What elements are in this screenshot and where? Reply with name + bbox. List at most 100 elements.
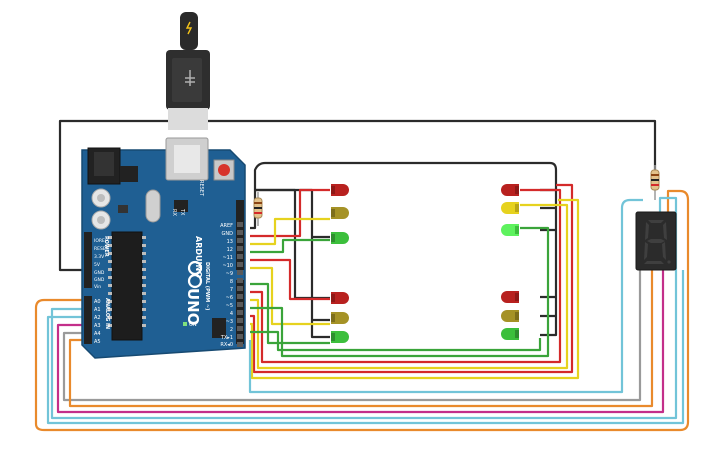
- label-a4: A4: [94, 331, 101, 337]
- label-a1: A1: [94, 307, 101, 313]
- gnd-led-2: [255, 188, 314, 213]
- led-yellow-4[interactable]: [501, 310, 519, 322]
- wire-pin10-green: [250, 238, 330, 254]
- board-reset-label: RESET: [198, 180, 204, 197]
- wire-pin1-green: [250, 330, 542, 352]
- pin-6[interactable]: [237, 294, 243, 299]
- label-0: RX◂0: [220, 342, 233, 348]
- label-ioref: IOREF: [94, 238, 108, 244]
- board-rx-label: RX: [171, 209, 177, 216]
- pin-8[interactable]: [237, 278, 243, 283]
- label-gnd-1: GND: [94, 270, 105, 276]
- pin-4[interactable]: [237, 310, 243, 315]
- label-gnd: GND: [222, 231, 234, 237]
- pin-13[interactable]: [237, 238, 243, 243]
- label-6: ~6: [226, 295, 233, 301]
- wire-a3-magenta: [56, 270, 665, 414]
- pin-3[interactable]: [237, 318, 243, 323]
- label-3: ~3: [226, 319, 233, 325]
- gnd-wire-top: [58, 119, 657, 272]
- resistor-board[interactable]: [253, 192, 263, 226]
- wire-a0-orange: [34, 189, 690, 432]
- usb-cable[interactable]: [166, 12, 210, 130]
- led-green-3[interactable]: [501, 224, 519, 236]
- wire-pin7-green: [250, 282, 330, 345]
- power-header-title: POWER: [103, 236, 109, 257]
- analog-header-title: ANALOG IN: [104, 298, 110, 329]
- label-aref: AREF: [220, 223, 233, 229]
- seven-segment-display[interactable]: 8: [635, 211, 677, 271]
- label-13: 13: [227, 239, 233, 245]
- pin-9[interactable]: [237, 270, 243, 275]
- label-12: 12: [227, 247, 233, 253]
- pin-12[interactable]: [237, 246, 243, 251]
- wire-pin5-yellow: [250, 203, 569, 370]
- display-segments: [644, 220, 671, 264]
- wire-pin8-yellow: [250, 266, 330, 326]
- pin-0[interactable]: [237, 342, 243, 347]
- wire-a2-cyan: [46, 270, 685, 425]
- led-group-right-bottom: [501, 291, 519, 340]
- arduino-uno-board[interactable]: ARDUINO UNO RESET TX RX ON POWER ANALOG …: [81, 137, 246, 359]
- board-brand: ARDUINO: [194, 236, 203, 278]
- led-yellow-3[interactable]: [501, 202, 519, 214]
- pin-11[interactable]: [237, 254, 243, 259]
- wire-pin6-red: [250, 188, 562, 364]
- led-yellow-2[interactable]: [331, 312, 349, 324]
- pin-5[interactable]: [237, 302, 243, 307]
- label-10: ~10: [222, 263, 233, 269]
- label-2: 2: [230, 327, 233, 333]
- wire-pin0-cyan: [248, 198, 643, 394]
- analog-pins: A0 A1 A2 A3 A4 A5: [94, 299, 101, 345]
- wire-pin9-red: [250, 258, 330, 301]
- led-red-1[interactable]: [331, 184, 349, 196]
- wire-a4-gray: [62, 270, 642, 402]
- label-a0: A0: [94, 299, 101, 305]
- pin-2[interactable]: [237, 326, 243, 331]
- label-7: 7: [230, 287, 233, 293]
- label-a2: A2: [94, 315, 101, 321]
- label-3v3: 3.3V: [94, 254, 105, 260]
- label-5: ~5: [226, 303, 233, 309]
- board-on-label: ON: [189, 322, 197, 328]
- label-a5: A5: [94, 339, 101, 345]
- led-yellow-1[interactable]: [331, 207, 349, 219]
- digital-header-title: DIGITAL (PWM ~): [204, 262, 210, 310]
- wire-a5-orange: [68, 270, 654, 408]
- power-pins: IOREF RESET 3.3V 5V GND GND Vin: [94, 238, 109, 290]
- pin-aref[interactable]: [237, 222, 243, 227]
- label-9: ~9: [226, 271, 233, 277]
- led-red-2[interactable]: [331, 292, 349, 304]
- resistor-display[interactable]: [650, 165, 660, 200]
- led-group-left-top: [331, 184, 349, 244]
- led-red-3[interactable]: [501, 184, 519, 196]
- board-tx-label: TX: [179, 208, 185, 216]
- wire-pin3-red: [250, 183, 574, 374]
- wires: [34, 119, 690, 432]
- label-gnd-2: GND: [94, 277, 105, 283]
- digital-pins-top: AREF GND 13 12 ~11 ~10 ~9 8: [220, 222, 243, 285]
- label-1: TX▸1: [220, 335, 233, 341]
- label-4: 4: [230, 311, 233, 317]
- led-group-left-bottom: [331, 292, 349, 343]
- wire-a1-cyan: [50, 196, 678, 420]
- pin-7[interactable]: [237, 286, 243, 291]
- label-11: ~11: [222, 255, 233, 261]
- pin-gnd[interactable]: [237, 230, 243, 235]
- wire-pin11-yellow: [250, 217, 330, 246]
- led-red-4[interactable]: [501, 291, 519, 303]
- led-green-1[interactable]: [331, 232, 349, 244]
- label-5v: 5V: [94, 262, 101, 268]
- gnd-led-3: [310, 213, 330, 339]
- led-green-4[interactable]: [501, 328, 519, 340]
- arduino-logo-icon: [187, 260, 203, 289]
- atmega-chip: [111, 231, 143, 341]
- led-green-2[interactable]: [331, 331, 349, 343]
- gnd-bus-left: [250, 161, 558, 337]
- label-reset: RESET: [94, 246, 109, 252]
- label-vin: Vin: [94, 284, 101, 290]
- pin-10[interactable]: [237, 262, 243, 267]
- label-8: 8: [230, 279, 233, 285]
- pin-1[interactable]: [237, 334, 243, 339]
